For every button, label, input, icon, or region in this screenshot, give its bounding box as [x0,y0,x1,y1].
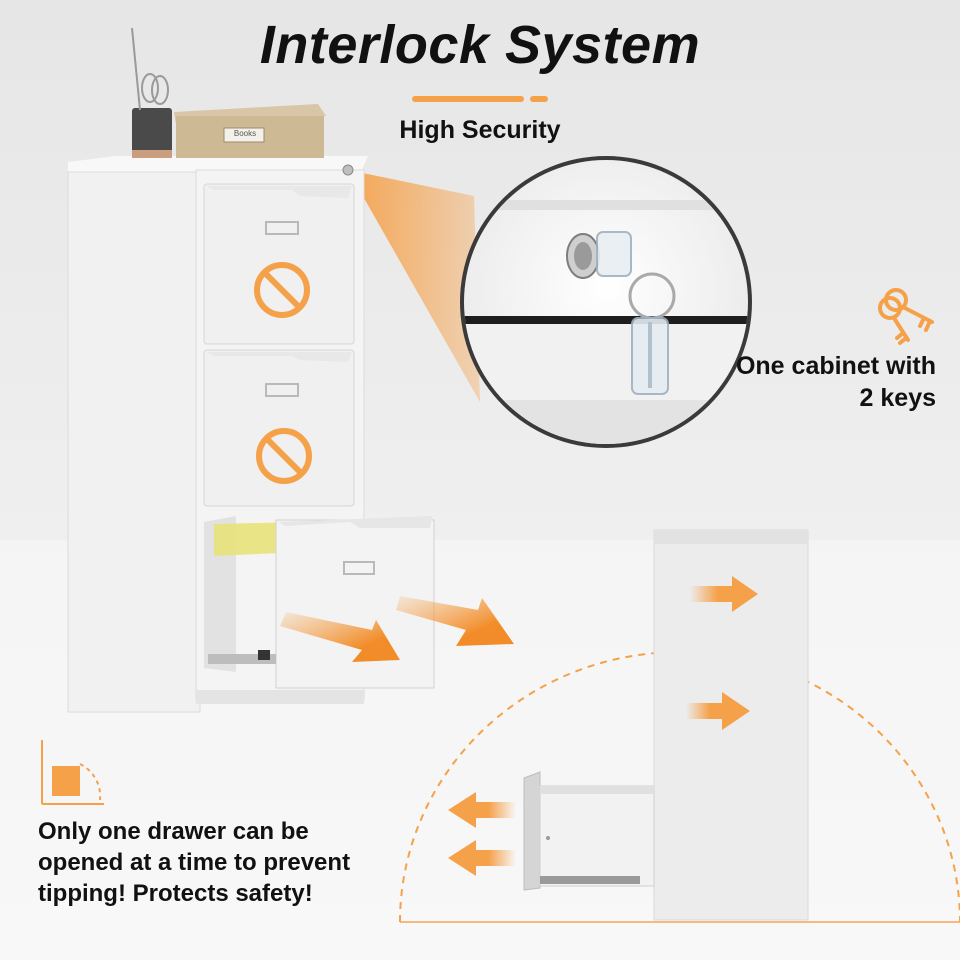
box-label: Books [233,129,257,138]
pen-holder [131,27,172,158]
left-arrow-icon [448,792,516,828]
key-head [596,231,632,277]
safety-caption: Only one drawer can be opened at a time … [38,818,351,907]
drawer-middle [203,349,355,507]
title-underline-dot [530,96,548,102]
page-title: Interlock System [259,15,701,75]
keys-icon [878,288,934,345]
prohibited-icon [256,428,312,484]
right-arrow-icon [686,692,750,730]
drawer-side-view [523,771,655,891]
corner-angle-icon [41,740,104,805]
lock-cylinder [342,164,354,176]
drawer-top [203,183,355,345]
left-arrow-icon [448,840,516,876]
pull-arrow-icon [280,612,400,662]
keys-caption: One cabinet with 2 keys [735,352,936,412]
title-underline [412,96,524,102]
zoom-cone [348,170,480,402]
subtitle: High Security [399,116,561,144]
pull-arrow-icon [396,596,514,646]
drawer-open [204,516,514,689]
right-arrow-icon [690,576,758,612]
storage-box [174,104,326,158]
prohibited-icon [254,262,310,318]
